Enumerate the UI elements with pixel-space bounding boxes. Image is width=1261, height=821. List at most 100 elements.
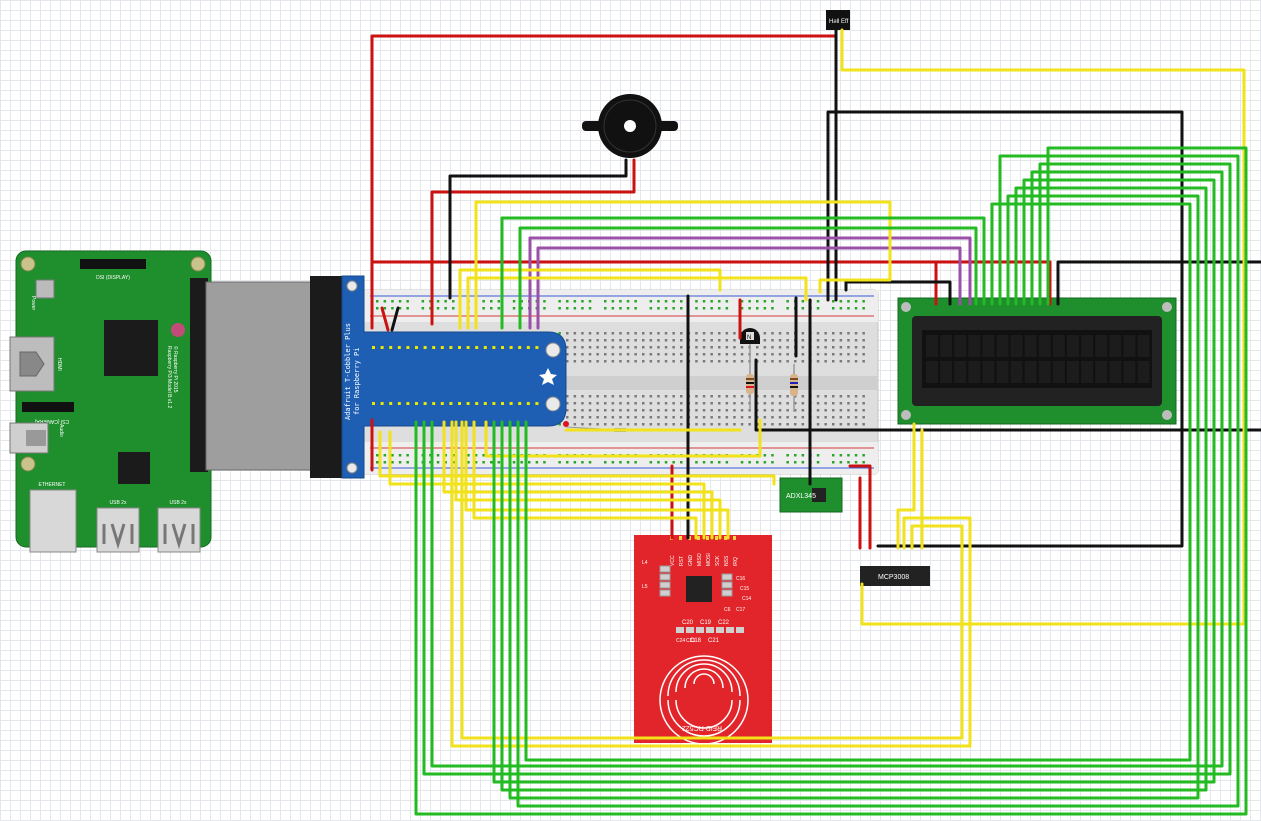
green-wire-9 bbox=[518, 226, 978, 330]
hall-sensor-label: Hall Eff bbox=[829, 19, 849, 25]
pi-copyright-label: © Raspberry Pi 2015 bbox=[172, 346, 179, 393]
red-wire-hall-vcc bbox=[370, 34, 836, 330]
purple-wire-lcd-1 bbox=[528, 236, 972, 330]
lcd-character-cells bbox=[926, 335, 1150, 383]
green-wire-4 bbox=[500, 186, 1208, 792]
yellow-wire-rfid-2 bbox=[442, 420, 714, 540]
rfid-part-label: C16 bbox=[736, 576, 745, 582]
rfid-antenna-icon bbox=[659, 655, 749, 745]
power-connector bbox=[35, 279, 55, 299]
bottom-power-rail bbox=[362, 442, 878, 474]
green-wire-2 bbox=[430, 170, 1224, 768]
resistor-1 bbox=[746, 344, 754, 410]
transistor-label: N bbox=[747, 335, 751, 341]
gpio-header bbox=[190, 278, 208, 472]
adxl-label: ADXL345 bbox=[786, 493, 816, 500]
rfid-pin-label: NSS bbox=[724, 555, 730, 566]
rfid-part-label: C23 bbox=[686, 638, 695, 644]
ethernet-port bbox=[29, 489, 77, 553]
power-label: Power bbox=[30, 296, 36, 311]
yellow-wire-hall-out bbox=[840, 28, 1246, 626]
cobbler-label-line1: Adafruit T-Cobbler Plus bbox=[344, 323, 352, 420]
cobbler-pins bbox=[372, 346, 539, 405]
rfid-name-label: RFID RC522 bbox=[682, 724, 722, 731]
black-wire-lcd-vss bbox=[844, 280, 952, 306]
raspberry-pi-board: DSI (DISPLAY) Power HDMI CSI (CAMERA) Au… bbox=[9, 250, 212, 553]
green-wire-5 bbox=[508, 194, 1200, 800]
yellow-wire-rfid-4 bbox=[464, 420, 730, 540]
yellow-wire-adxl-sda bbox=[378, 430, 776, 486]
yellow-wire-mcp-clk bbox=[450, 420, 972, 748]
green-wire-6 bbox=[516, 154, 1240, 808]
purple-wire-lcd-2 bbox=[536, 246, 962, 330]
rfid-pin-label: IRQ bbox=[733, 557, 739, 566]
yellow-wire-rfid-3 bbox=[454, 420, 722, 540]
lan-chip bbox=[118, 452, 150, 484]
mcp3008-chip: MCP3008 bbox=[860, 566, 930, 586]
red-wire-buzzer bbox=[430, 158, 636, 326]
green-wire-3 bbox=[492, 178, 1216, 784]
usb2-label: USB 2x bbox=[170, 500, 187, 506]
yellow-wire-mcp-dout bbox=[460, 420, 964, 740]
yellow-wire-mcp-cs bbox=[896, 422, 916, 550]
piezo-buzzer bbox=[582, 94, 678, 158]
top-power-rail bbox=[362, 290, 878, 322]
transistor: N bbox=[740, 328, 760, 344]
red-wire-5v-lcd bbox=[370, 260, 1052, 306]
rfid-cap-label: C21 bbox=[708, 638, 720, 644]
rfid-cap-label: C19 bbox=[700, 620, 712, 626]
adafruit-star-icon bbox=[539, 368, 557, 385]
audio-label: Audio bbox=[58, 424, 64, 437]
rfid-chip bbox=[686, 576, 712, 602]
rfid-pin-label: SCK bbox=[715, 555, 721, 566]
black-wire-mcp-gnd bbox=[826, 110, 1184, 548]
rfid-part-label: C14 bbox=[742, 596, 751, 602]
rfid-cap-label: C20 bbox=[682, 620, 694, 626]
ribbon-cable bbox=[205, 276, 344, 478]
rfid-part-label: L5 bbox=[642, 584, 648, 590]
t-cobbler: Adafruit T-Cobbler Plus for Raspberry Pi bbox=[341, 275, 567, 479]
pi-model-label: Raspberry Pi3 Model B v1.2 bbox=[166, 346, 172, 408]
green-wire-7 bbox=[524, 202, 1192, 762]
resistor-2 bbox=[790, 364, 798, 412]
yellow-wire-top-3 bbox=[466, 276, 808, 330]
yellow-wire-top-2 bbox=[458, 268, 722, 330]
mcp3008-label: MCP3008 bbox=[878, 574, 909, 581]
wires bbox=[370, 22, 1261, 816]
rfid-cap-label: C22 bbox=[718, 620, 730, 626]
red-jumper bbox=[380, 306, 390, 332]
cobbler-label-line2: for Raspberry Pi bbox=[353, 348, 361, 415]
csi-connector bbox=[22, 402, 74, 412]
yellow-wire-top-1 bbox=[474, 200, 892, 330]
csi-label: CSI (CAMERA) bbox=[34, 418, 69, 424]
black-wire-buzzer-gnd bbox=[448, 158, 628, 300]
raspberry-logo bbox=[171, 323, 185, 337]
rfid-part-label: L4 bbox=[642, 560, 648, 566]
black-wire-lcd-k bbox=[1056, 260, 1261, 306]
rfid-part-label: C17 bbox=[736, 607, 745, 613]
rfid-board: RFID RC522 bbox=[634, 535, 772, 745]
hall-sensor: Hall Eff bbox=[826, 10, 850, 30]
rfid-cap-label: C18 bbox=[690, 638, 702, 644]
rfid-part-label: C24 bbox=[676, 638, 685, 644]
usb1-label: USB 2x bbox=[110, 500, 127, 506]
rfid-pin-label: VCC bbox=[670, 555, 676, 566]
soc-chip bbox=[104, 320, 158, 376]
yellow-wire-rfid-5 bbox=[472, 420, 698, 540]
yellow-wire-misc bbox=[484, 418, 762, 458]
green-wire-8 bbox=[500, 216, 986, 330]
black-wire-gnd-rail bbox=[754, 358, 1261, 432]
red-wire-mcp-vdd bbox=[848, 464, 872, 550]
rfid-pin-label: RST bbox=[679, 556, 685, 566]
rfid-part-label: C15 bbox=[740, 586, 749, 592]
hdmi-label: HDMI bbox=[56, 358, 62, 371]
ethernet-label: ETHERNET bbox=[39, 482, 66, 488]
rfid-pin-label: GND bbox=[688, 555, 694, 567]
rfid-pin-label: MOSI bbox=[706, 553, 712, 566]
rfid-part-label: C6 bbox=[724, 607, 731, 613]
rfid-pin-label: MISO bbox=[697, 553, 703, 566]
black-jumper bbox=[390, 306, 400, 332]
